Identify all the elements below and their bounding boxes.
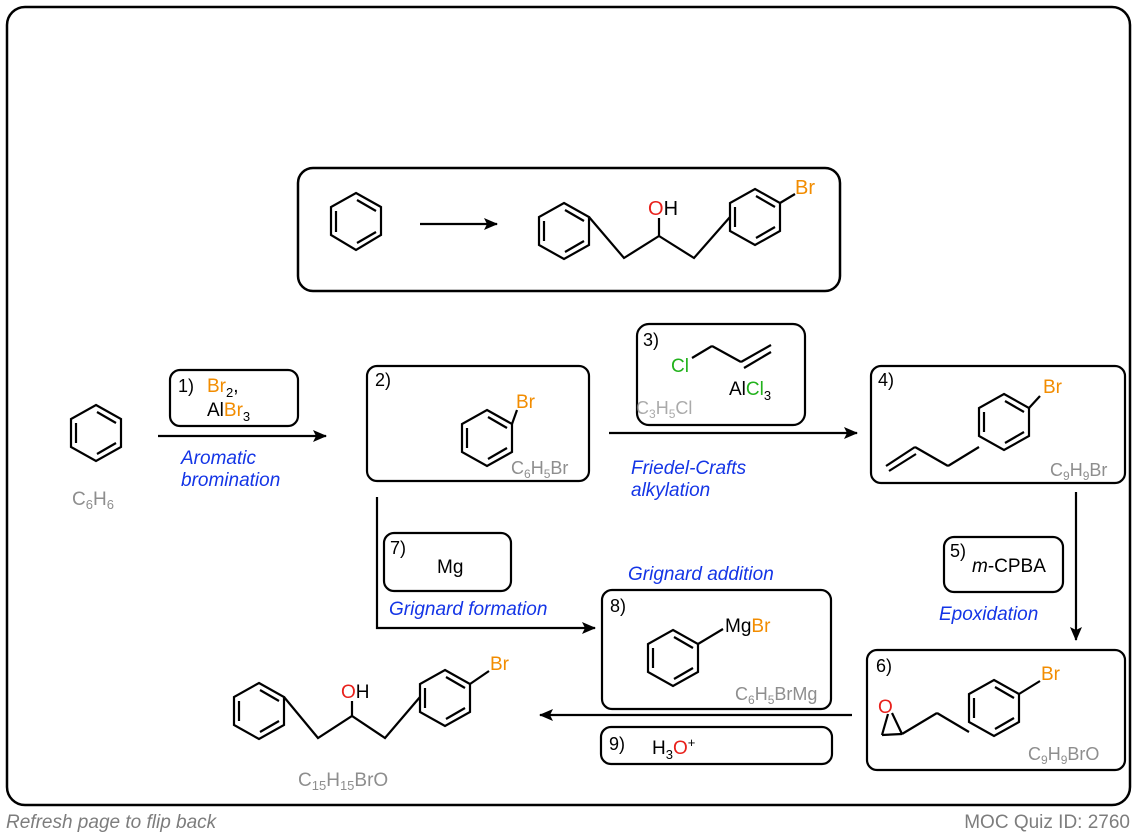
step3-reagent-box <box>635 322 807 427</box>
overview-benzene <box>329 191 383 252</box>
step2-num: 2) <box>375 370 391 390</box>
step2-formula: C6H5Br <box>511 458 568 481</box>
start-formula: C6H6 <box>72 489 114 512</box>
step5-reagent-box <box>942 535 1065 594</box>
step6-box <box>865 648 1127 772</box>
step9-num: 9) <box>609 734 625 754</box>
step2-box <box>365 364 591 483</box>
step3-reagent-line2: AlCl3 <box>729 379 771 403</box>
step4-br-label: Br <box>1043 377 1063 398</box>
step4-formula: C9H9Br <box>1050 460 1107 483</box>
flip-back-hint: Refresh page to flip back <box>6 812 217 833</box>
step6-num: 6) <box>876 656 892 676</box>
step1-num: 1) <box>178 376 194 396</box>
step7-num: 7) <box>390 538 406 558</box>
overview-target-molecule <box>537 187 796 261</box>
step7-label: Grignard formation <box>389 599 547 620</box>
step3-num: 3) <box>643 330 659 350</box>
step1-reagent-line1: Br2, <box>207 376 239 400</box>
phenylmagnesium-bromide-molecule <box>646 628 724 688</box>
step3-formula: C3H5Cl <box>636 398 692 421</box>
step8-num: 8) <box>610 596 626 616</box>
product-br-label: Br <box>490 654 510 675</box>
step7-reagent: Mg <box>437 557 463 578</box>
step6-br-label: Br <box>1041 664 1061 685</box>
step5-label: Epoxidation <box>939 604 1038 625</box>
step8-box <box>600 588 833 711</box>
allyl-chloride-molecule <box>691 344 772 369</box>
benzene-start <box>69 403 123 463</box>
step3-label-line2: alkylation <box>631 480 710 501</box>
final-product-molecule <box>232 668 490 741</box>
step2-br-label: Br <box>516 392 536 413</box>
quiz-id: MOC Quiz ID: 2760 <box>964 812 1130 833</box>
step8-mgbr-label: MgBr <box>725 616 771 637</box>
step6-o-label: O <box>878 697 893 718</box>
step3-label-line1: Friedel-Crafts <box>631 458 747 479</box>
step1-label-line2: bromination <box>181 470 280 491</box>
step9-reagent-box <box>599 725 834 766</box>
step7-arrow <box>375 497 596 634</box>
overview-box: OH Br <box>296 166 842 293</box>
step1-label-line1: Aromatic <box>180 448 256 469</box>
overview-oh-label: OH <box>648 198 678 220</box>
step1-reagent-box <box>168 368 300 428</box>
step5-reagent: m-CPBA <box>972 556 1046 577</box>
epoxide-molecule <box>880 678 1041 738</box>
step4-box <box>869 364 1127 485</box>
step7-reagent-box <box>382 531 513 593</box>
card-frame <box>5 5 1132 807</box>
overview-br-label: Br <box>795 177 815 199</box>
step4-num: 4) <box>878 370 894 390</box>
step5-num: 5) <box>950 541 966 561</box>
product-oh-label: OH <box>341 682 370 703</box>
step3-reagent-cl: Cl <box>671 356 689 377</box>
allylbromobenzene-molecule <box>885 392 1041 472</box>
bromobenzene-molecule <box>460 408 519 468</box>
step1-reagent-line2: AlBr3 <box>207 400 250 424</box>
step8-label: Grignard addition <box>628 564 774 585</box>
step8-formula: C6H5BrMg <box>735 684 817 707</box>
